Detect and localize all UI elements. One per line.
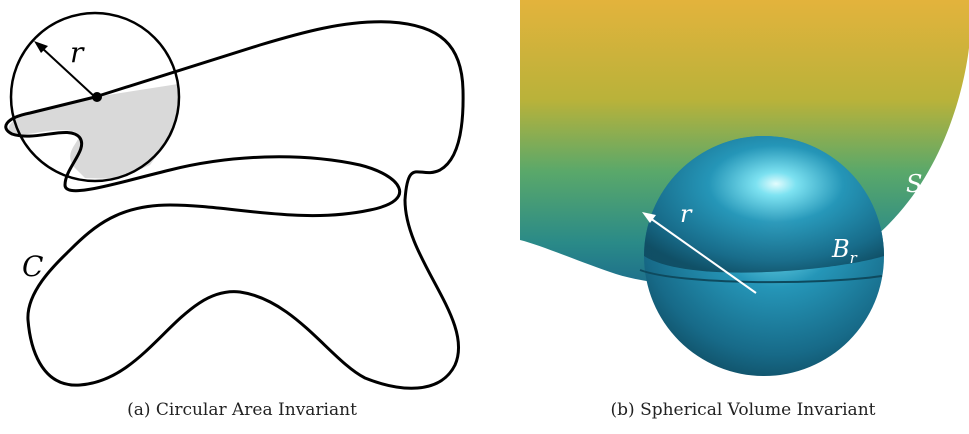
curve-label-c: C xyxy=(22,250,43,283)
radius-label-b: r xyxy=(680,200,693,228)
ball-label-subscript: r xyxy=(850,249,858,267)
radius-arrowhead-b xyxy=(642,212,656,223)
radius-arrow-line-b xyxy=(649,217,757,294)
caption-a: (a) Circular Area Invariant xyxy=(127,400,357,420)
ball-label-main: B xyxy=(831,235,850,263)
curve-c xyxy=(4,20,465,390)
intersection-curve xyxy=(639,269,883,284)
spherical-volume-render: r Br S xyxy=(520,0,969,376)
caption-b: (b) Spherical Volume Invariant xyxy=(610,400,876,420)
radius-label-a: r xyxy=(70,36,85,69)
circular-area-diagram: r C xyxy=(4,11,465,390)
ball-label: Br xyxy=(831,235,858,267)
panel-circular-area: r C xyxy=(0,0,470,434)
radius-circle xyxy=(9,11,181,183)
radius-arrowhead xyxy=(34,41,48,53)
surface-label-s: S xyxy=(906,170,922,198)
ball-cap-above-surface xyxy=(644,136,884,273)
panel-spherical-volume: r Br S xyxy=(520,0,969,434)
radius-arrow-line xyxy=(41,47,96,98)
center-point xyxy=(92,92,102,102)
